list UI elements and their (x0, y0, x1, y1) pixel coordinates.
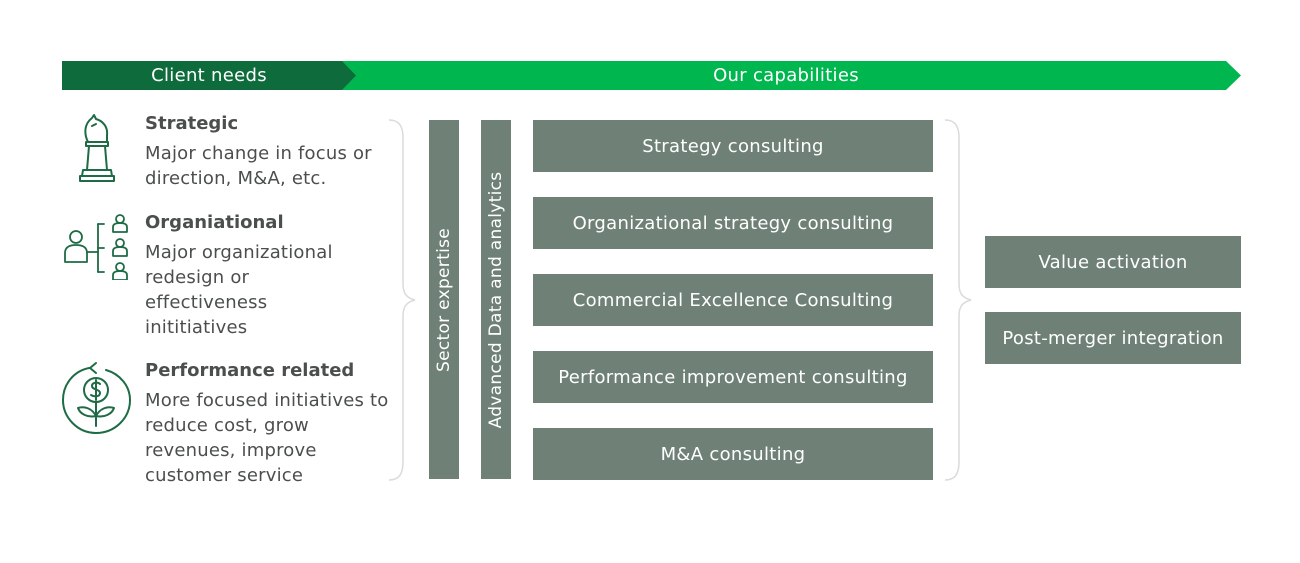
need-title-organizational: Organiational (145, 212, 284, 233)
our-capabilities-label: Our capabilities (713, 65, 859, 86)
capability-commercial-excellence-consulting: Commercial Excellence Consulting (533, 274, 933, 326)
sector-expertise-bar: Sector expertise (429, 120, 459, 479)
sector-expertise-label: Sector expertise (434, 227, 454, 372)
outcome-post-merger-integration: Post-merger integration (985, 312, 1241, 364)
client-needs-arrow (62, 61, 356, 90)
need-title-strategic: Strategic (145, 113, 239, 134)
need-title-performance: Performance related (145, 360, 355, 381)
banner-arrow (62, 61, 1241, 90)
capability-organizational-strategy-consulting: Organizational strategy consulting (533, 197, 933, 249)
capabilities-brace (944, 119, 972, 481)
advanced-data-analytics-label: Advanced Data and analytics (486, 171, 506, 428)
need-desc-strategic: Major change in focus or direction, M&A,… (145, 143, 372, 189)
chess-knight-icon (79, 114, 115, 182)
org-chart-icon (64, 214, 128, 280)
outcome-value-activation: Value activation (985, 236, 1241, 288)
advanced-data-analytics-bar: Advanced Data and analytics (481, 120, 511, 479)
money-plant-cycle-icon (62, 362, 131, 434)
capability-strategy-consulting: Strategy consulting (533, 120, 933, 172)
need-desc-organizational: Major organizational redesign or effecti… (145, 242, 333, 338)
capability-ma-consulting: M&A consulting (533, 428, 933, 480)
capability-performance-improvement-consulting: Performance improvement consulting (533, 351, 933, 403)
capabilities-arrow (340, 61, 1241, 90)
client-needs-brace (388, 119, 416, 481)
client-needs-label: Client needs (151, 65, 267, 86)
need-desc-performance: More focused initiatives to reduce cost,… (145, 390, 389, 486)
